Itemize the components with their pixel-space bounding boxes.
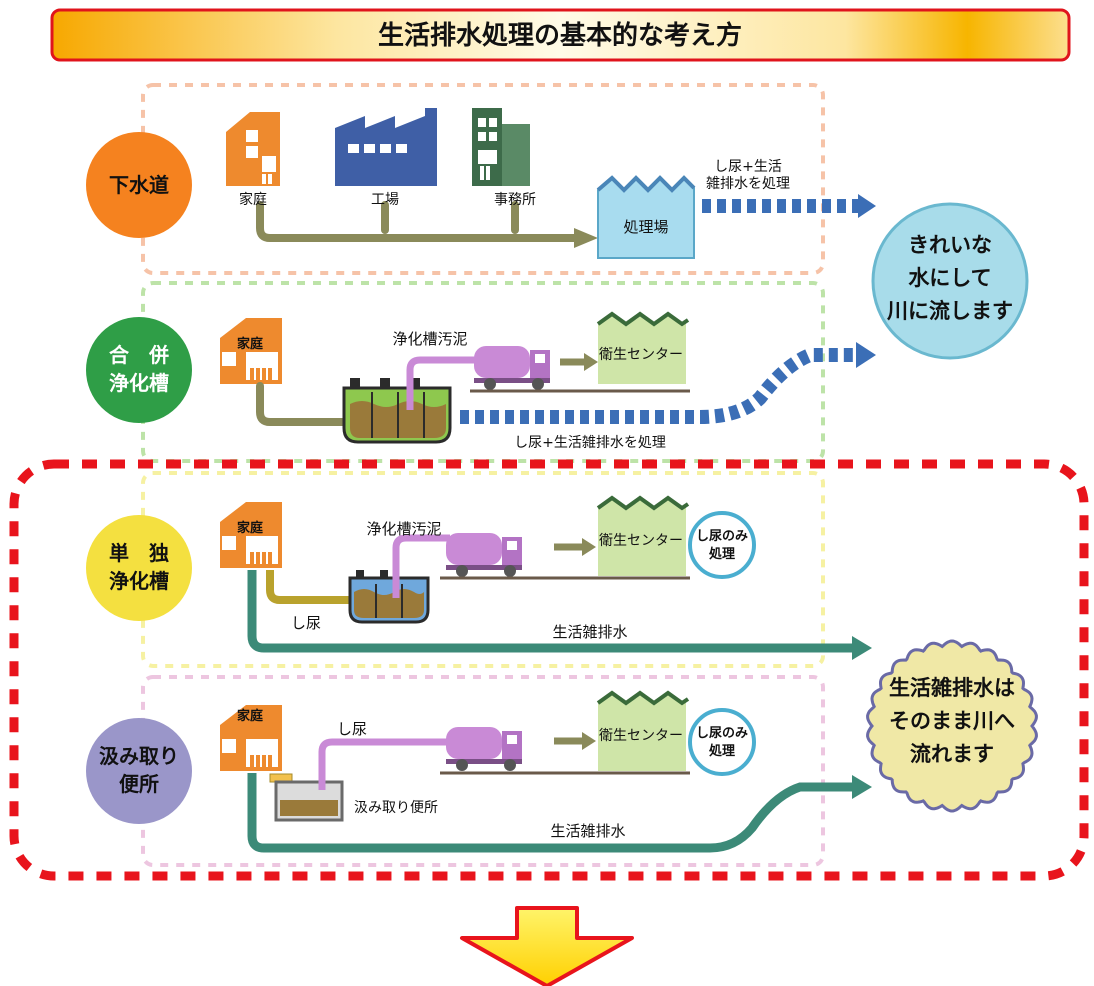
combined-septic-clean-flow	[460, 348, 860, 424]
house-icon	[220, 318, 282, 384]
office-building-icon	[472, 108, 530, 186]
vault-toilet-night-soil-pipe	[318, 738, 450, 790]
combined-septic-section: 家庭 浄化槽汚泥	[220, 311, 876, 451]
truck-icon	[446, 727, 522, 771]
vault-toilet-tank-icon	[269, 773, 344, 822]
untreated-water-bubble	[866, 639, 1038, 813]
sanitation-center-icon	[596, 495, 690, 576]
single-septic-name-line2: 浄化槽	[109, 569, 169, 593]
sewer-flow-arrowhead	[858, 194, 876, 218]
sewer-process-label-line1: し尿+生活	[714, 159, 782, 175]
single-septic-badge-line2: 処理	[708, 546, 735, 562]
vault-toilet-house-label: 家庭	[237, 708, 264, 724]
combined-septic-name-line2: 浄化槽	[109, 371, 169, 395]
combined-septic-tank-icon	[342, 378, 452, 444]
single-septic-house-label: 家庭	[237, 520, 264, 536]
single-septic-badge-line1: し尿のみ	[696, 529, 748, 544]
vault-toilet-label: 汲み取り便所	[354, 800, 438, 816]
single-septic-urine-pipe	[266, 570, 352, 604]
down-arrow-icon	[460, 906, 634, 986]
clean-water-outcome: きれいな 水にして 川に流します	[871, 202, 1029, 360]
section-circle-sewer: 下水道	[86, 132, 192, 238]
sewer-pipe-arrowhead	[574, 228, 598, 248]
sewer-source-factory: 工場	[371, 192, 399, 208]
combined-septic-inflow-pipe	[256, 382, 350, 426]
vault-toilet-night-soil-label: し尿	[337, 720, 367, 738]
single-septic-sludge-label: 浄化槽汚泥	[366, 520, 441, 538]
sewer-name: 下水道	[109, 173, 169, 197]
combined-septic-name-line1: 合 併	[109, 343, 169, 367]
single-septic-night-soil-label: し尿	[291, 614, 321, 632]
house-icon	[220, 705, 282, 771]
sewer-source-office: 事務所	[494, 192, 536, 208]
house-icon	[226, 112, 280, 186]
vault-toilet-badge-line1: し尿のみ	[696, 726, 748, 741]
combined-septic-center-label: 衛生センター	[599, 347, 683, 363]
vault-toilet-name-line1: 汲み取り	[99, 744, 179, 768]
section-circle-combined-septic: 合 併 浄化槽	[86, 317, 192, 423]
sewer-process-label-line2: 雑排水を処理	[706, 176, 790, 192]
single-septic-section: 家庭 し尿 浄化槽汚泥	[220, 495, 872, 660]
vault-toilet-name-line2: 便所	[119, 772, 159, 796]
combined-septic-sludge-pipe	[406, 356, 482, 410]
single-septic-gray-water-label: 生活雑排水	[552, 623, 627, 641]
vault-toilet-badge-line2: 処理	[708, 743, 735, 759]
vault-toilet-gray-water-drain	[247, 773, 858, 853]
clean-water-line2: 水にして	[908, 266, 991, 290]
night-soil-only-badge: し尿のみ 処理	[688, 511, 756, 579]
single-septic-gray-water-drain	[247, 570, 858, 653]
clean-water-line3: 川に流します	[886, 299, 1013, 323]
truck-icon	[474, 346, 550, 390]
section-circle-vault-toilet: 汲み取り 便所	[86, 718, 192, 824]
sanitation-center-icon	[596, 311, 690, 384]
sanitation-center-icon	[596, 690, 690, 771]
untreated-water-line2: そのまま川へ	[889, 709, 1015, 733]
sewer-source-home: 家庭	[239, 191, 267, 208]
single-septic-name-line1: 単 独	[109, 541, 169, 565]
clean-water-line1: きれいな	[908, 233, 992, 257]
vault-toilet-center-label: 衛生センター	[599, 728, 683, 744]
combined-septic-process-label: し尿+生活雑排水を処理	[514, 435, 666, 451]
treatment-plant-label: 処理場	[623, 218, 668, 236]
untreated-water-line1: 生活雑排水は	[889, 676, 1015, 700]
combined-septic-sludge-label: 浄化槽汚泥	[392, 330, 467, 348]
untreated-water-outcome: 生活雑排水は そのまま川へ 流れます	[866, 639, 1038, 813]
house-icon	[220, 502, 282, 568]
page-title: 生活排水処理の基本的な考え方	[378, 20, 742, 51]
untreated-water-line3: 流れます	[910, 742, 994, 766]
vault-toilet-gray-water-label: 生活雑排水	[550, 822, 625, 840]
night-soil-only-badge: し尿のみ 処理	[688, 708, 756, 776]
sewer-pipes	[256, 201, 582, 242]
section-circle-single-septic: 単 独 浄化槽	[86, 515, 192, 621]
vault-toilet-section: 家庭 汲み取り便所 し尿 衛生センター	[220, 690, 872, 853]
single-septic-center-label: 衛生センター	[599, 533, 683, 549]
sewer-section: 家庭 工場 事務所 処理場 し尿+生	[226, 108, 876, 259]
treatment-plant-icon	[596, 175, 696, 259]
single-septic-tank-icon	[348, 570, 430, 624]
combined-septic-house-label: 家庭	[237, 336, 264, 352]
highlight-frame	[9, 459, 1089, 881]
title-bar: 生活排水処理の基本的な考え方	[50, 8, 1071, 62]
factory-icon	[335, 108, 437, 186]
single-septic-sludge-pipe	[392, 534, 450, 598]
truck-icon	[446, 533, 522, 577]
